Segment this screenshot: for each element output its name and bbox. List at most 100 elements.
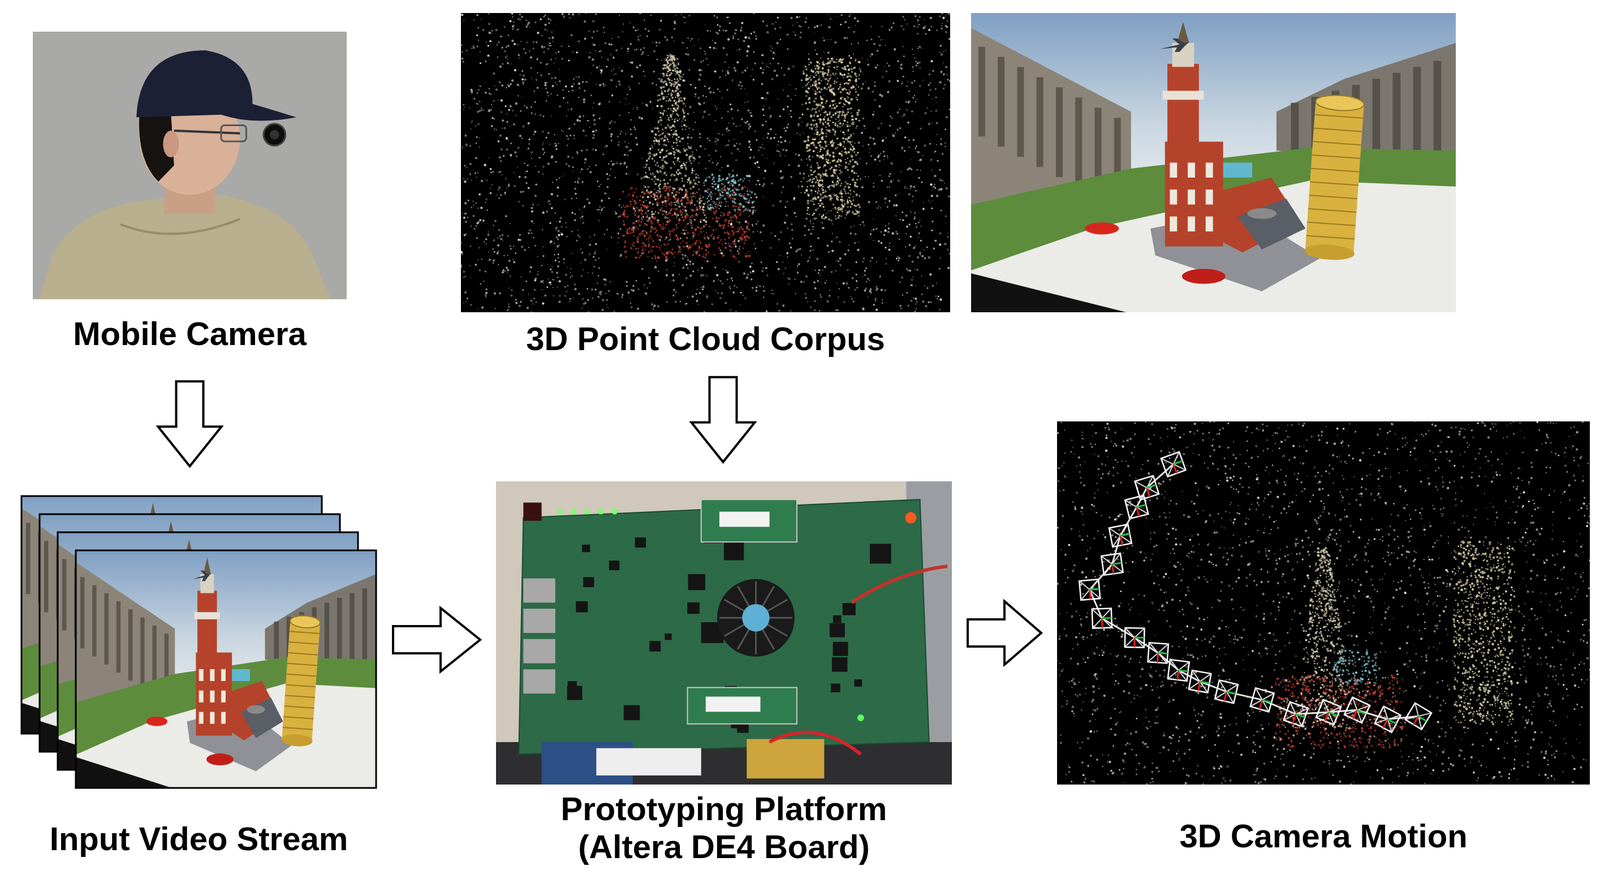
point [555, 148, 558, 150]
point [739, 29, 743, 32]
point [757, 220, 759, 222]
point [512, 24, 515, 28]
point [535, 79, 538, 81]
point [739, 304, 741, 306]
building-window [978, 46, 986, 137]
point [551, 36, 554, 39]
point [830, 59, 834, 62]
point [673, 151, 676, 154]
point [798, 262, 801, 266]
point [782, 89, 784, 92]
point [626, 166, 628, 168]
point [813, 32, 815, 34]
point [559, 295, 561, 297]
point [805, 17, 808, 20]
point [835, 309, 838, 312]
point [707, 63, 709, 66]
point [896, 111, 900, 114]
point [632, 26, 635, 29]
point [854, 242, 856, 244]
point [792, 24, 794, 27]
point [879, 174, 881, 176]
point [939, 178, 941, 180]
point [837, 158, 840, 161]
point [602, 278, 605, 280]
point [870, 53, 874, 56]
point [684, 226, 687, 228]
point [936, 160, 939, 162]
point [574, 180, 576, 183]
point [529, 266, 533, 269]
point [570, 108, 573, 110]
point [782, 108, 786, 111]
point [708, 154, 710, 156]
point [481, 306, 484, 309]
point [748, 140, 751, 144]
point [822, 59, 825, 62]
point [489, 192, 493, 195]
point [527, 147, 530, 150]
point [467, 216, 469, 218]
point [927, 199, 929, 201]
point [472, 204, 474, 206]
point [610, 160, 612, 162]
point [578, 82, 581, 85]
point [735, 310, 737, 312]
point [747, 45, 750, 48]
point [531, 157, 533, 159]
point [522, 124, 525, 128]
point [558, 300, 561, 303]
point [490, 171, 493, 174]
point [714, 70, 717, 73]
point [460, 44, 463, 46]
point [579, 119, 581, 122]
point [807, 193, 809, 196]
point [780, 140, 783, 144]
point [627, 142, 629, 144]
point [810, 109, 812, 111]
point [919, 251, 922, 254]
point [792, 31, 795, 33]
point [808, 259, 810, 261]
point [650, 14, 652, 16]
point [716, 138, 719, 141]
point [556, 286, 558, 288]
point [506, 268, 510, 271]
point [630, 128, 632, 131]
point [757, 285, 759, 287]
point [541, 173, 544, 175]
point [799, 134, 801, 136]
point [659, 166, 662, 169]
point [741, 71, 744, 74]
point [909, 187, 912, 190]
point [740, 87, 743, 90]
point [475, 201, 477, 204]
point [561, 175, 563, 178]
point [911, 81, 914, 84]
point [775, 134, 777, 136]
point [729, 103, 732, 106]
point [923, 201, 925, 204]
point [546, 201, 549, 204]
point [869, 288, 873, 291]
point [830, 270, 834, 274]
point [611, 163, 615, 166]
point [566, 115, 568, 117]
point [772, 204, 775, 207]
point [597, 295, 600, 299]
point [921, 300, 925, 303]
point [895, 257, 898, 260]
point [705, 295, 709, 299]
point [714, 119, 717, 122]
point [549, 203, 551, 205]
point [799, 36, 802, 39]
point [907, 269, 910, 272]
point [560, 231, 562, 234]
point [494, 220, 497, 222]
point [656, 44, 658, 47]
point [511, 79, 514, 82]
point [945, 15, 947, 17]
point [507, 183, 510, 185]
point [945, 145, 947, 148]
point [614, 177, 616, 179]
